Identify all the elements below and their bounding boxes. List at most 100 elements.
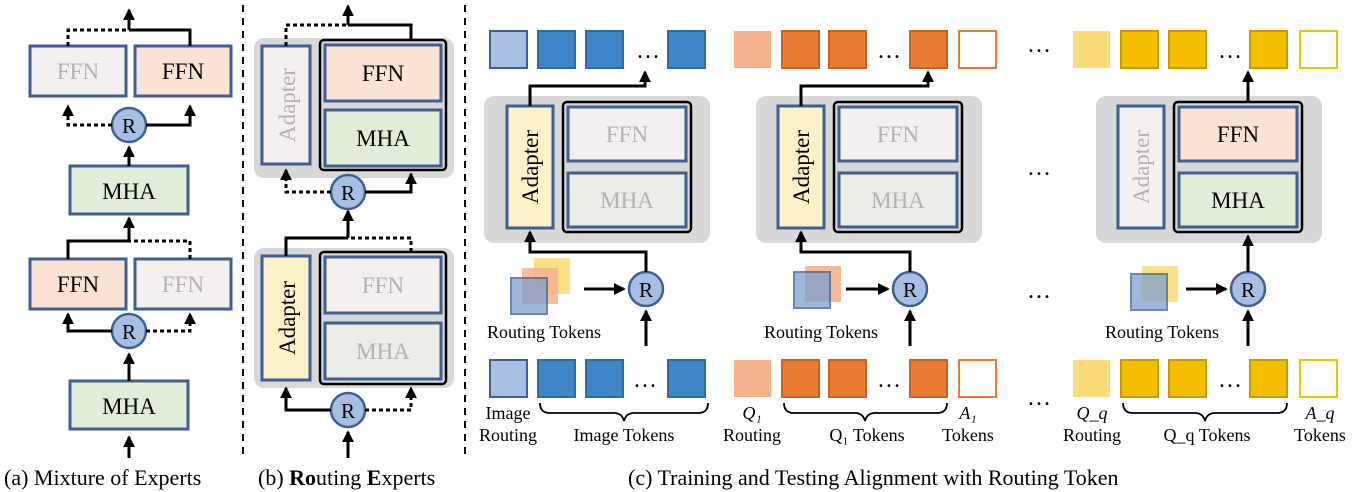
output-answer-token [1299,30,1338,69]
mha-box-inactive [837,171,959,229]
arrow-adapter-out [528,70,651,106]
merge-active [284,236,348,256]
ellipsis: … [1218,367,1242,393]
aq-tokens-label-line1: A_q [1305,403,1335,423]
input-question-token [1168,359,1207,398]
ffn-box-inactive [566,105,688,163]
merge-active [348,23,413,40]
brace [1122,402,1288,422]
router-label: R [903,278,917,302]
input-image-token [585,359,624,398]
merge-inactive [284,23,348,46]
mha-label: MHA [102,394,156,419]
router-label: R [341,399,355,423]
output-answer-token [958,30,997,69]
adapter-label-disabled: Adapter [1129,130,1154,204]
route-active [62,312,112,333]
merge-inactive [66,28,129,46]
ffn-box-active [133,44,233,98]
input-routing-token [489,359,528,398]
mha-label-disabled: MHA [871,188,925,213]
caption-c: (c) Training and Testing Alignment with … [628,465,1119,490]
adapter-label-disabled: Adapter [275,68,300,142]
merge-active [66,239,129,259]
ellipsis: … [877,367,901,393]
qq-tokens-label: Q_q Tokens [1164,425,1251,445]
image-routing-label-line1: Image [486,403,531,423]
caption-b: (b) Routing Experts [258,465,435,490]
q1-routing-label-line2: Routing [723,425,781,445]
mha-box [68,164,190,216]
qq-routing-label-line1: Q_q [1077,403,1108,423]
routing-token-blue [510,277,548,315]
ffn-label: FFN [1217,122,1260,147]
input-question-token [909,359,948,398]
output-question-token [909,30,948,69]
router-label: R [122,114,136,138]
routing-tokens-label: Routing Tokens [1105,322,1219,342]
input-question-token [828,359,867,398]
q1-tokens-label: Q₁ Tokens [829,425,904,445]
route-active [146,104,196,127]
ffn-label-disabled: FFN [606,122,649,147]
ffn-label-disabled: FFN [362,273,405,298]
ellipsis: … [1027,385,1051,411]
merge-active [129,28,192,46]
panel-c-alignment: … Adapter FFN MHA R Routing Tokens [479,30,1346,445]
adapter-box-active [260,254,312,382]
ellipsis: … [1218,38,1242,64]
ffn-label-disabled: FFN [162,272,205,297]
a1-tokens-label-line1: A₁ [958,403,976,423]
caption-b-mid: uting [316,465,367,490]
output-routing-token [734,31,771,68]
ffn-box-inactive [133,257,233,311]
arrow-adapter-out [799,70,934,106]
output-question-token [1168,30,1207,69]
routing-tokens-label: Routing Tokens [764,322,878,342]
a1-tokens-label-line2: Tokens [942,425,994,445]
input-question-token [781,359,820,398]
transformer-frame [1172,100,1304,234]
output-image-token [537,30,576,69]
ellipsis: … [1027,155,1051,181]
panel-b-routing-experts: R Adapter FFN MHA Adapter FFN MHA R [254,4,454,458]
q1-routing-label-line1: Q₁ [742,403,761,423]
input-question-token [1120,359,1159,398]
caption-b-bold-ro: Ro [289,465,316,490]
input-image-token [667,359,706,398]
ellipsis: … [1027,278,1051,304]
mha-box-active [1177,171,1299,229]
ffn-box-inactive [323,255,443,315]
input-image-token [537,359,576,398]
mha-box-inactive [323,321,443,381]
output-image-token [667,30,706,69]
router-label: R [122,320,136,344]
ffn-box-inactive [837,105,959,163]
mha-label: MHA [102,179,156,204]
image-tokens-label: Image Tokens [574,425,675,445]
transformer-frame [318,38,448,172]
brace [539,402,709,422]
group-image: … Adapter FFN MHA R Routing Tokens [479,30,710,445]
input-answer-token [1299,359,1338,398]
router-label: R [1241,278,1255,302]
brace [783,402,948,422]
routing-token-blue [793,271,831,309]
input-routing-token [734,360,771,397]
group-qq: … Adapter FFN MHA R Routing Tokens … [1063,30,1346,445]
merge-inactive [129,239,192,259]
aq-tokens-label-line2: Tokens [1294,425,1346,445]
ffn-label: FFN [162,59,205,84]
output-question-token [828,30,867,69]
adapter-label: Adapter [518,130,543,204]
adapter-label: Adapter [275,281,300,355]
group-q1: … Adapter FFN MHA R Routing Tokens … [723,30,997,445]
ffn-box-inactive [28,44,128,98]
caption-a: (a) Mixture of Experts [4,465,201,490]
output-routing-token [489,30,528,69]
caption-b-bold-e: E [367,465,382,490]
adapter-label: Adapter [789,130,814,204]
input-routing-token [1073,360,1110,397]
